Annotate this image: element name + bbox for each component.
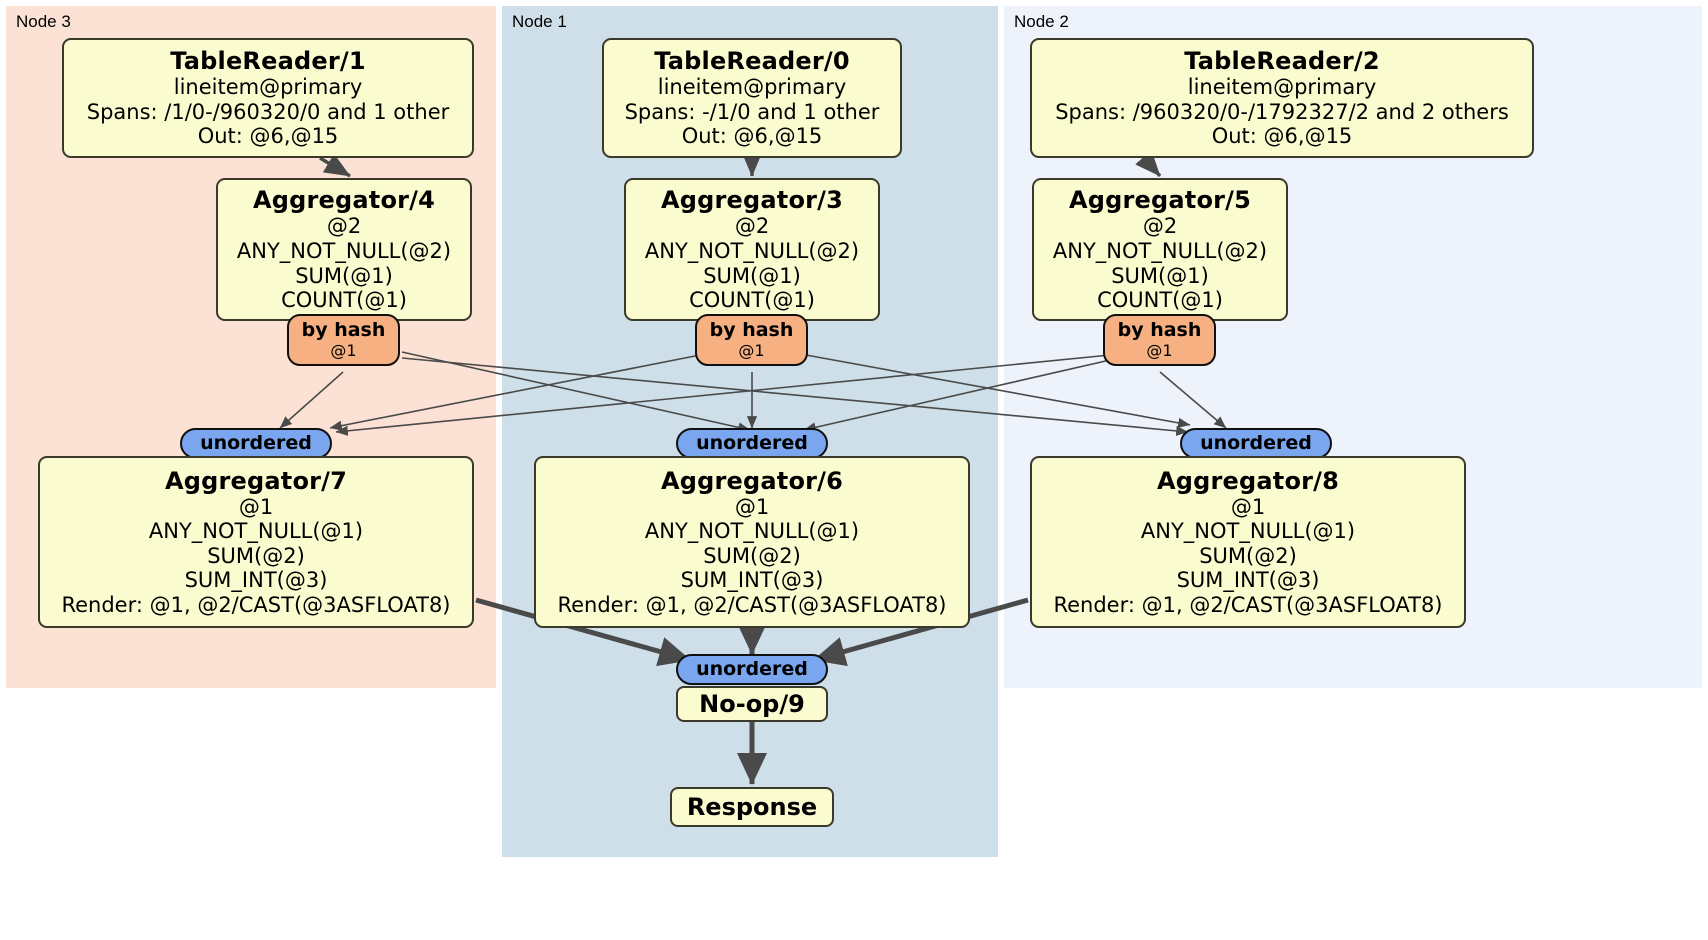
processor-title: No-op/9: [699, 690, 805, 718]
synchronizer-label: unordered: [696, 431, 808, 454]
router-type-label: by hash: [301, 319, 386, 342]
router-type-label: by hash: [1117, 319, 1202, 342]
synchronizer-label: unordered: [200, 431, 312, 454]
processor-line: COUNT(@1): [689, 288, 815, 313]
processor-aggregator-6[interactable]: Aggregator/6 @1 ANY_NOT_NULL(@1) SUM(@2)…: [534, 456, 970, 628]
processor-title: Aggregator/6: [660, 466, 844, 495]
processor-title: Aggregator/5: [1068, 186, 1252, 215]
processor-title: TableReader/0: [654, 47, 850, 76]
processor-title: Aggregator/3: [660, 186, 844, 215]
synchronizer-label: unordered: [696, 657, 808, 680]
router-badge-by-hash[interactable]: by hash @1: [695, 314, 808, 366]
processor-line: lineitem@primary: [1187, 75, 1377, 100]
processor-line: SUM(@1): [295, 263, 393, 288]
processor-line: COUNT(@1): [281, 288, 407, 313]
processor-table-reader-1[interactable]: TableReader/1 lineitem@primary Spans: /1…: [62, 38, 474, 158]
synchronizer-badge-unordered[interactable]: unordered: [676, 654, 828, 685]
processor-line: @2: [1142, 214, 1178, 239]
processor-line: ANY_NOT_NULL(@1): [644, 519, 860, 544]
synchronizer-badge-unordered[interactable]: unordered: [1180, 428, 1332, 459]
processor-line: Render: @1, @2/CAST(@3ASFLOAT8): [61, 592, 451, 617]
processor-table-reader-2[interactable]: TableReader/2 lineitem@primary Spans: /9…: [1030, 38, 1534, 158]
node-panel-label: Node 2: [1014, 12, 1069, 31]
processor-line: @1: [734, 494, 770, 519]
processor-line: SUM(@2): [207, 543, 305, 568]
processor-line: lineitem@primary: [173, 75, 363, 100]
processor-aggregator-7[interactable]: Aggregator/7 @1 ANY_NOT_NULL(@1) SUM(@2)…: [38, 456, 474, 628]
processor-line: ANY_NOT_NULL(@2): [644, 238, 860, 263]
node-panel-label: Node 1: [512, 12, 567, 31]
processor-aggregator-8[interactable]: Aggregator/8 @1 ANY_NOT_NULL(@1) SUM(@2)…: [1030, 456, 1466, 628]
processor-title: TableReader/1: [170, 47, 366, 76]
processor-title: Aggregator/8: [1156, 466, 1340, 495]
processor-line: Out: @6,@15: [197, 124, 339, 149]
processor-line: SUM(@1): [703, 263, 801, 288]
processor-line: SUM_INT(@3): [1176, 568, 1320, 593]
router-column-label: @1: [330, 340, 357, 360]
processor-table-reader-0[interactable]: TableReader/0 lineitem@primary Spans: -/…: [602, 38, 902, 158]
processor-title: Aggregator/4: [252, 186, 436, 215]
processor-line: COUNT(@1): [1097, 288, 1223, 313]
processor-line: ANY_NOT_NULL(@2): [236, 238, 452, 263]
processor-line: @1: [1230, 494, 1266, 519]
processor-line: Spans: /960320/0-/1792327/2 and 2 others: [1055, 99, 1509, 124]
router-column-label: @1: [1146, 340, 1173, 360]
processor-title: TableReader/2: [1184, 47, 1380, 76]
router-badge-by-hash[interactable]: by hash @1: [1103, 314, 1216, 366]
processor-line: @2: [734, 214, 770, 239]
synchronizer-badge-unordered[interactable]: unordered: [180, 428, 332, 459]
processor-title: Aggregator/7: [164, 466, 348, 495]
router-badge-by-hash[interactable]: by hash @1: [287, 314, 400, 366]
processor-line: Spans: /1/0-/960320/0 and 1 other: [86, 99, 450, 124]
processor-line: SUM(@2): [1199, 543, 1297, 568]
processor-aggregator-5[interactable]: Aggregator/5 @2 ANY_NOT_NULL(@2) SUM(@1)…: [1032, 178, 1288, 321]
processor-line: ANY_NOT_NULL(@2): [1052, 238, 1268, 263]
processor-aggregator-3[interactable]: Aggregator/3 @2 ANY_NOT_NULL(@2) SUM(@1)…: [624, 178, 880, 321]
node-panel-label: Node 3: [16, 12, 71, 31]
processor-line: Out: @6,@15: [681, 124, 823, 149]
processor-title: Response: [686, 793, 818, 821]
processor-line: ANY_NOT_NULL(@1): [1140, 519, 1356, 544]
processor-line: Render: @1, @2/CAST(@3ASFLOAT8): [557, 592, 947, 617]
processor-response[interactable]: Response: [670, 787, 834, 827]
processor-aggregator-4[interactable]: Aggregator/4 @2 ANY_NOT_NULL(@2) SUM(@1)…: [216, 178, 472, 321]
synchronizer-label: unordered: [1200, 431, 1312, 454]
processor-line: @2: [326, 214, 362, 239]
processor-line: Out: @6,@15: [1211, 124, 1353, 149]
processor-line: lineitem@primary: [657, 75, 847, 100]
synchronizer-badge-unordered[interactable]: unordered: [676, 428, 828, 459]
processor-line: Spans: -/1/0 and 1 other: [624, 99, 880, 124]
processor-line: Render: @1, @2/CAST(@3ASFLOAT8): [1053, 592, 1443, 617]
processor-line: SUM_INT(@3): [680, 568, 824, 593]
processor-no-op-9[interactable]: No-op/9: [676, 686, 828, 722]
router-column-label: @1: [738, 340, 765, 360]
processor-line: SUM(@1): [1111, 263, 1209, 288]
processor-line: SUM_INT(@3): [184, 568, 328, 593]
processor-line: SUM(@2): [703, 543, 801, 568]
processor-line: ANY_NOT_NULL(@1): [148, 519, 364, 544]
processor-line: @1: [238, 494, 274, 519]
router-type-label: by hash: [709, 319, 794, 342]
